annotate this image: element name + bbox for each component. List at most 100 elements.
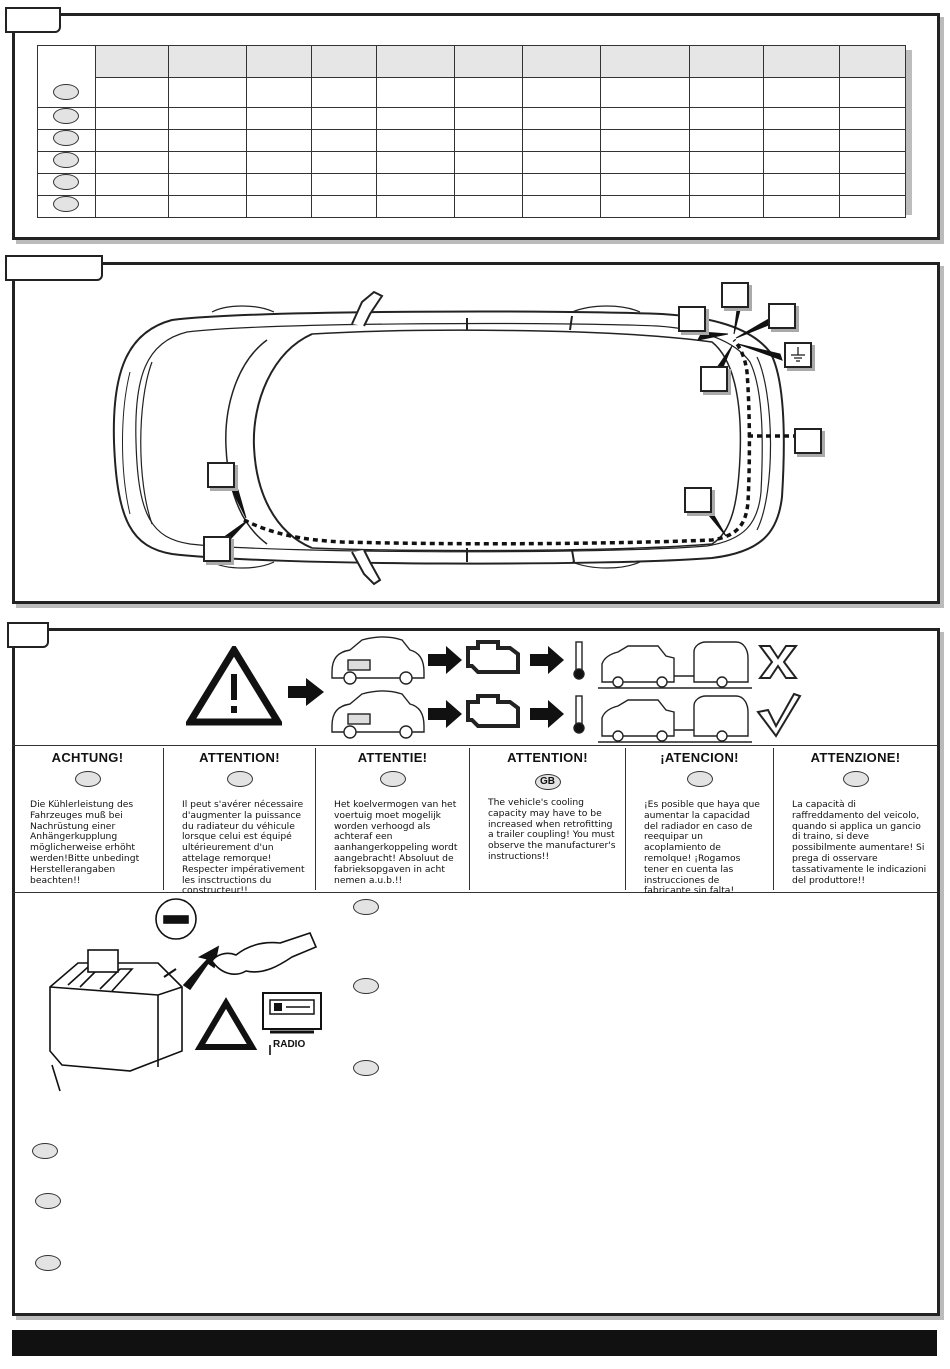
arrow-right-icon [288,678,324,706]
table-cell [94,151,170,174]
table-cell [763,151,840,174]
lang-oval-right-3 [353,1060,379,1076]
table-cell [521,45,601,78]
row-oval [53,108,80,124]
table-cell [521,173,601,196]
callout-box-3 [684,487,712,513]
table-cell [311,129,378,152]
table-cell [376,151,455,174]
table-cell [376,45,455,78]
row-oval [53,196,80,212]
language-text: Het koelvermogen van het voertuig moet m… [334,799,458,886]
table-cell [838,195,907,218]
cooling-diagram [330,636,802,744]
table-cell [838,173,907,196]
table-cell [689,107,765,130]
table-cell [689,45,765,78]
table-cell [521,195,601,218]
table-cell [168,173,248,196]
table-cell [763,195,840,218]
language-code-oval: GB [534,774,561,790]
table-cell [168,151,248,174]
lang-oval-left-2 [35,1193,61,1209]
callout-box-7 [700,366,728,392]
table-cell [599,77,691,108]
wiring-route [243,338,752,546]
table-cell [246,107,313,130]
battery-icon [49,962,183,1072]
car-top-view-diagram [112,290,794,586]
mirror-top [351,290,384,327]
language-column: ¡ATENCION!¡Es posible que haya que aumen… [626,748,774,896]
table-cell [521,77,601,108]
language-column: ATTENTION! Il peut s'avérer nécessaire d'… [164,748,316,896]
table-cell [599,107,691,130]
table-cell [453,77,523,108]
table-cell [689,151,765,174]
car-body-outline [112,310,785,565]
table-cell [246,195,313,218]
table-cell [521,129,601,152]
row-oval [53,84,80,100]
language-code-oval [226,771,253,787]
language-text: The vehicle's cooling capacity may have … [488,797,616,862]
table-cell [838,45,907,78]
table-cell [311,77,378,108]
language-text: Il peut s'avérer nécessaire d'augmenter … [182,799,305,897]
language-text: La capacità di raffreddamento del veicol… [792,799,927,886]
table-cell [37,129,96,152]
callout-box-6 [768,303,796,329]
language-section [12,745,937,893]
table-cell [763,129,840,152]
car-front-icon [331,636,425,685]
ground-symbol-box [784,342,812,368]
table-cell [246,173,313,196]
table-cell [521,151,601,174]
language-text: ¡Es posible que haya que aumentar la cap… [644,799,760,897]
table-cell [599,45,691,78]
section-tab-2 [5,255,103,281]
callout-box-8 [794,428,822,454]
table-cell [838,129,907,152]
table-cell [37,151,96,174]
language-column: ATTENZIONE!La capacità di raffreddamento… [774,748,937,890]
table-cell [599,129,691,152]
car-caravan-icon [598,641,752,689]
table-cell [37,173,96,196]
warning-triangle-icon [186,646,282,726]
callout-box-1 [207,462,235,488]
table-cell [37,45,96,108]
language-code-oval [842,771,869,787]
table-cell [311,107,378,130]
section-tab-3 [7,622,49,648]
x-mark-icon [758,645,798,679]
table-cell [599,195,691,218]
table-cell [94,195,170,218]
table-cell [311,45,378,78]
table-cell [168,107,248,130]
table-cell [37,107,96,130]
table-cell [838,151,907,174]
table-cell [94,107,170,130]
table-cell [763,173,840,196]
radio-icon [262,992,322,1034]
table-cell [37,195,96,218]
hand-icon [211,932,318,975]
car-body-inner [135,322,763,553]
thermometer-icon [573,641,585,680]
table-cell [168,195,248,218]
table-cell [94,77,170,108]
language-title: ATTENTION! [199,750,280,765]
roof [311,329,742,552]
lang-oval-left-1 [32,1143,58,1159]
language-code-oval [686,771,713,787]
table-cell [599,151,691,174]
table-cell [376,173,455,196]
table-cell [453,173,523,196]
table-cell [246,129,313,152]
callout-box-4 [678,306,706,332]
table-cell [168,45,248,78]
table-cell [453,195,523,218]
table-cell [311,173,378,196]
